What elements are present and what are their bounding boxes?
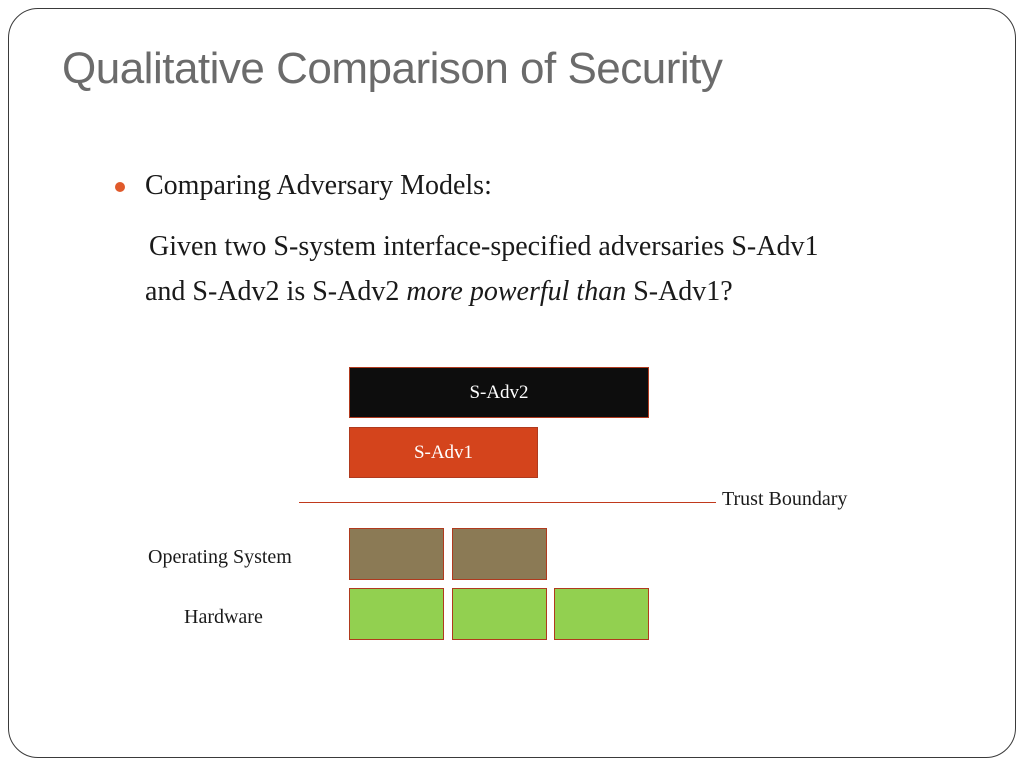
os-block bbox=[349, 528, 444, 580]
trust-boundary-line bbox=[299, 502, 716, 503]
bullet-dot-icon bbox=[115, 182, 125, 192]
hardware-block bbox=[349, 588, 444, 640]
hardware-block bbox=[554, 588, 649, 640]
trust-boundary-label: Trust Boundary bbox=[722, 488, 848, 510]
operating-system-label: Operating System bbox=[148, 546, 292, 568]
hardware-label: Hardware bbox=[184, 606, 263, 628]
bullet-line-1: Given two S-system interface-specified a… bbox=[149, 231, 819, 262]
bullet-line-2-start: and S-Adv2 is S-Adv2 bbox=[145, 276, 407, 307]
slide-title: Qualitative Comparison of Security bbox=[62, 44, 723, 93]
bullet-body: Given two S-system interface-specified a… bbox=[145, 224, 945, 314]
s-adv2-block: S-Adv2 bbox=[349, 367, 649, 418]
bullet-line-2-end: S-Adv1? bbox=[626, 276, 733, 307]
bullet-heading: Comparing Adversary Models: bbox=[145, 170, 492, 201]
hardware-block bbox=[452, 588, 547, 640]
s-adv1-block: S-Adv1 bbox=[349, 427, 538, 478]
bullet-line-2-emphasis: more powerful than bbox=[406, 276, 627, 307]
s-adv1-label: S-Adv1 bbox=[413, 441, 474, 463]
os-block bbox=[452, 528, 547, 580]
s-adv2-label: S-Adv2 bbox=[469, 381, 529, 403]
